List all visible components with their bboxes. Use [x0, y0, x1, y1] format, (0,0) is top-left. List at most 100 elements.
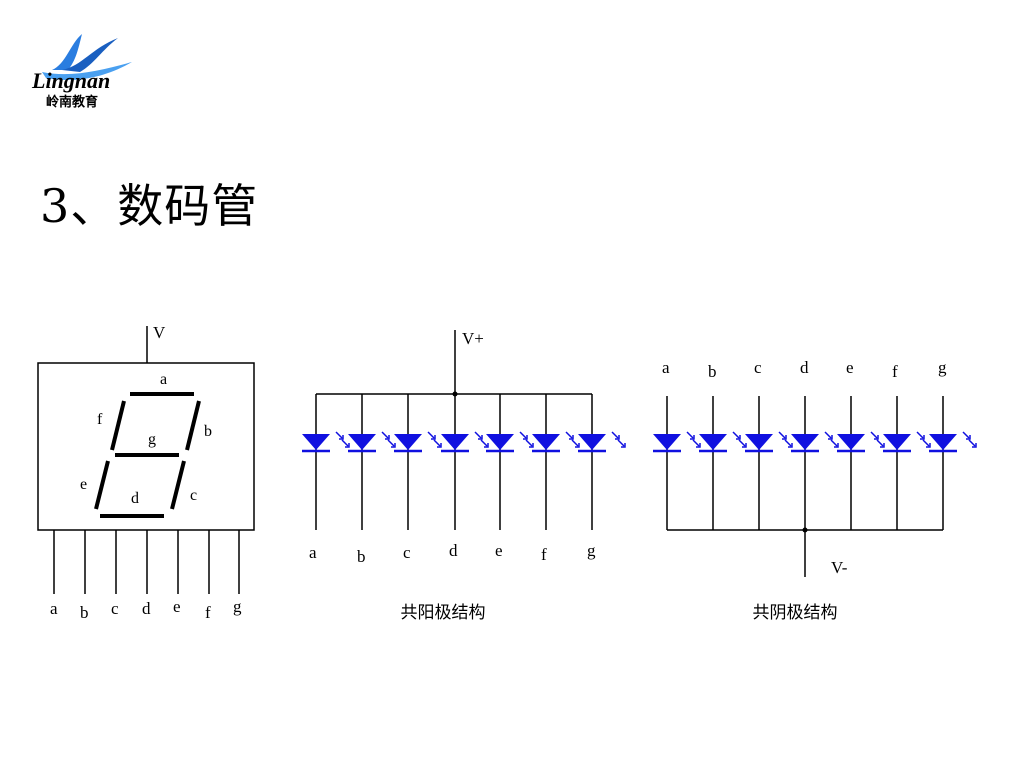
light-ray-icon: [617, 439, 625, 447]
diode-triangle-icon: [532, 434, 560, 450]
light-ray-arrow-icon: [874, 435, 879, 440]
diode-triangle-icon: [441, 434, 469, 450]
diode-triangle-icon: [653, 434, 681, 450]
pin-label-e: e: [173, 597, 181, 616]
light-ray-icon: [611, 431, 619, 439]
light-ray-icon: [824, 431, 832, 439]
logo-swoosh-icon: [52, 34, 82, 70]
pin-label-b: b: [80, 603, 89, 622]
logo-brand-text: Lingnan: [31, 68, 110, 93]
light-ray-arrow-icon: [834, 443, 839, 448]
cathode-pin-label-c: c: [754, 358, 762, 377]
light-ray-icon: [571, 439, 579, 447]
light-ray-icon: [778, 431, 786, 439]
anode-led-g: [578, 394, 626, 530]
cathode-pin-label-d: d: [800, 358, 809, 377]
cathode-led-row: [653, 396, 977, 530]
segment-label-e: e: [80, 476, 87, 493]
display-body: [37, 362, 255, 531]
cathode-pin-label-e: e: [846, 358, 854, 377]
anode-led-c: [394, 394, 442, 530]
segment-e: [94, 460, 110, 510]
segment-c: [170, 460, 186, 510]
anode-caption: 共阳极结构: [401, 603, 486, 622]
cathode-led-a: [653, 396, 701, 530]
pin-label-c: c: [111, 599, 119, 618]
light-ray-icon: [519, 431, 527, 439]
light-ray-icon: [341, 439, 349, 447]
anode-pin-label-b: b: [357, 547, 366, 566]
light-ray-arrow-icon: [621, 443, 626, 448]
light-ray-arrow-icon: [431, 435, 436, 440]
light-ray-icon: [565, 431, 573, 439]
anode-led-d: [441, 394, 489, 530]
segment-label-b: b: [204, 423, 212, 440]
diode-triangle-icon: [883, 434, 911, 450]
anode-pin-label-d: d: [449, 541, 458, 560]
light-ray-icon: [870, 431, 878, 439]
anode-pin-label-f: f: [541, 545, 547, 564]
segment-label-a: a: [160, 371, 167, 388]
diode-triangle-icon: [745, 434, 773, 450]
cathode-led-d: [791, 396, 839, 530]
anode-supply-label: V+: [462, 329, 484, 348]
light-ray-arrow-icon: [345, 443, 350, 448]
diode-triangle-icon: [699, 434, 727, 450]
light-ray-arrow-icon: [391, 443, 396, 448]
light-ray-icon: [480, 439, 488, 447]
light-ray-arrow-icon: [788, 443, 793, 448]
diode-triangle-icon: [791, 434, 819, 450]
light-ray-arrow-icon: [478, 435, 483, 440]
light-ray-icon: [922, 439, 930, 447]
light-ray-icon: [335, 431, 343, 439]
diode-triangle-icon: [929, 434, 957, 450]
light-ray-icon: [474, 431, 482, 439]
light-ray-arrow-icon: [523, 435, 528, 440]
cathode-caption: 共阴极结构: [753, 603, 838, 622]
segment-b: [185, 400, 201, 451]
light-ray-arrow-icon: [696, 443, 701, 448]
light-ray-icon: [381, 431, 389, 439]
light-ray-arrow-icon: [880, 443, 885, 448]
anode-led-e: [486, 394, 534, 530]
light-ray-icon: [876, 439, 884, 447]
cathode-led-b: [699, 396, 747, 530]
pin-label-d: d: [142, 599, 151, 618]
light-ray-arrow-icon: [339, 435, 344, 440]
logo-brand-cn: 岭南教育: [46, 94, 98, 109]
segment-label-f: f: [97, 411, 103, 428]
light-ray-arrow-icon: [742, 443, 747, 448]
anode-pin-label-a: a: [309, 543, 317, 562]
pin-label-f: f: [205, 603, 211, 622]
seven-segment-display: V a b c d e f g a b c d e f: [37, 323, 255, 622]
light-ray-icon: [916, 431, 924, 439]
light-ray-arrow-icon: [782, 435, 787, 440]
light-ray-icon: [962, 431, 970, 439]
light-ray-arrow-icon: [920, 435, 925, 440]
light-ray-arrow-icon: [736, 435, 741, 440]
light-ray-arrow-icon: [615, 435, 620, 440]
cathode-led-f: [883, 396, 931, 530]
light-ray-icon: [686, 431, 694, 439]
light-ray-icon: [433, 439, 441, 447]
light-ray-icon: [427, 431, 435, 439]
slide-title: 3、数码管: [40, 179, 259, 233]
light-ray-icon: [830, 439, 838, 447]
light-ray-icon: [968, 439, 976, 447]
light-ray-arrow-icon: [484, 443, 489, 448]
cathode-pin-label-b: b: [708, 362, 717, 381]
cathode-led-e: [837, 396, 885, 530]
segment-f: [110, 400, 126, 451]
light-ray-arrow-icon: [385, 435, 390, 440]
diode-triangle-icon: [837, 434, 865, 450]
pin-label-a: a: [50, 599, 58, 618]
anode-pin-label-e: e: [495, 541, 503, 560]
light-ray-icon: [784, 439, 792, 447]
light-ray-icon: [692, 439, 700, 447]
light-ray-icon: [525, 439, 533, 447]
light-ray-icon: [387, 439, 395, 447]
light-ray-arrow-icon: [575, 443, 580, 448]
light-ray-arrow-icon: [828, 435, 833, 440]
diode-triangle-icon: [302, 434, 330, 450]
diode-triangle-icon: [348, 434, 376, 450]
